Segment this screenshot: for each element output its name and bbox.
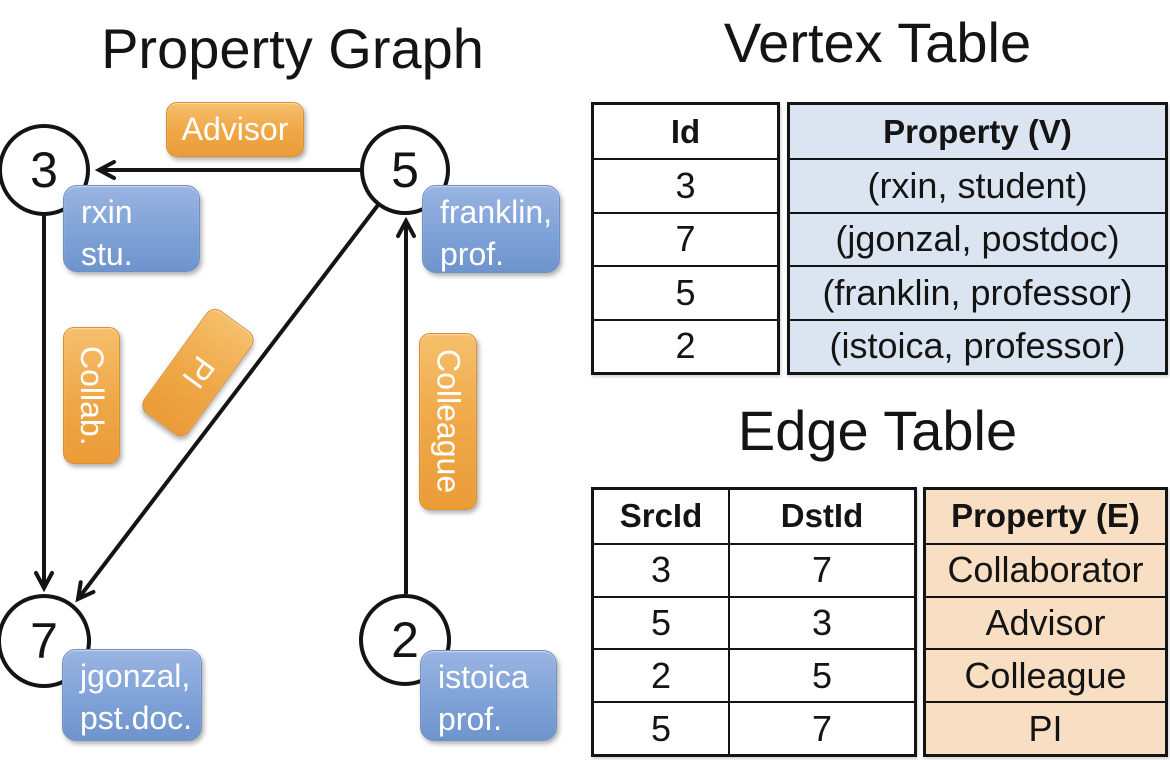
vertex-table-property-header: Property (V) xyxy=(883,112,1072,150)
edge-table-title: Edge Table xyxy=(737,399,1018,462)
edge-table-src-cell: 5 xyxy=(594,701,728,754)
vertex-table-property-cell: (rxin, student) xyxy=(790,158,1165,211)
vertex-property-box-3: rxin stu. xyxy=(63,185,200,272)
vertex-property-box-7-line1: jgonzal, xyxy=(80,658,191,694)
graph-edges xyxy=(34,160,416,603)
vertex-node-3-id: 3 xyxy=(30,142,58,198)
vertex-table-id-cell: 2 xyxy=(594,318,777,372)
vertex-table-id-cell: 7 xyxy=(594,211,777,265)
vertex-table-id-column: Id 3 7 5 2 xyxy=(591,102,780,375)
edge-label-colleague: Colleague xyxy=(419,333,477,510)
edge-table-src-cell: 5 xyxy=(594,595,728,649)
vertex-table-id-cell: 3 xyxy=(594,158,777,211)
edge-label-collab: Collab. xyxy=(63,327,120,464)
vertex-table-property-column: Property (V) (rxin, student) (jgonzal, p… xyxy=(787,102,1168,375)
edge-table-src-cell: 2 xyxy=(594,648,728,701)
edge-table-property-column: Property (E) Collaborator Advisor Collea… xyxy=(923,487,1168,757)
edge-table-dst-cell: 7 xyxy=(728,701,914,754)
vertex-property-box-7: jgonzal, pst.doc. xyxy=(62,649,202,741)
edge-table-src-dst-columns: SrcId DstId 3 7 5 3 2 5 5 7 xyxy=(591,487,917,757)
vertex-table-title: Vertex Table xyxy=(723,11,1032,74)
vertex-property-box-5: franklin, prof. xyxy=(422,185,560,273)
vertex-node-2-id: 2 xyxy=(391,612,419,668)
vertex-property-box-5-line1: franklin, xyxy=(440,194,553,230)
edge-table-src-header: SrcId xyxy=(619,497,703,535)
vertex-table-id-cell: 5 xyxy=(594,265,777,318)
edge-table-property-header: Property (E) xyxy=(951,497,1140,535)
edge-table-property-cell: Advisor xyxy=(926,595,1165,649)
edge-table-dst-cell: 7 xyxy=(728,542,914,596)
vertex-property-box-7-line2: pst.doc. xyxy=(80,699,193,736)
vertex-node-2: 2 xyxy=(359,594,451,686)
edge-table-property-cell: Collaborator xyxy=(926,542,1165,596)
edge-line-5-7 xyxy=(75,203,380,603)
vertex-property-box-2: istoica prof. xyxy=(420,650,557,741)
vertex-property-box-2-line1: istoica xyxy=(438,659,529,695)
edge-table-dst-header: DstId xyxy=(728,490,914,543)
vertex-property-box-2-line2: prof. xyxy=(438,700,503,737)
edge-label-advisor: Advisor xyxy=(166,102,304,157)
edge-table-property-cell: Colleague xyxy=(926,648,1165,701)
vertex-table-id-header: Id xyxy=(670,112,701,150)
vertex-property-box-3-line2: stu. xyxy=(81,235,133,272)
vertex-node-7-id: 7 xyxy=(30,613,58,669)
edge-table-dst-cell: 5 xyxy=(728,648,914,702)
edge-table-src-cell: 3 xyxy=(594,542,728,596)
vertex-property-box-5-line2: prof. xyxy=(440,235,505,272)
property-graph-title: Property Graph xyxy=(101,17,484,80)
vertex-table-property-cell: (istoica, professor) xyxy=(790,318,1165,372)
edge-table-property-cell: PI xyxy=(926,701,1165,754)
vertex-node-5-id: 5 xyxy=(391,142,419,198)
vertex-table-property-cell: (jgonzal, postdoc) xyxy=(790,211,1165,265)
vertex-node-5: 5 xyxy=(360,125,450,215)
vertex-property-box-3-line1: rxin xyxy=(81,194,133,230)
vertex-table-property-cell: (franklin, professor) xyxy=(790,265,1165,318)
edge-table-dst-cell: 3 xyxy=(728,595,914,649)
